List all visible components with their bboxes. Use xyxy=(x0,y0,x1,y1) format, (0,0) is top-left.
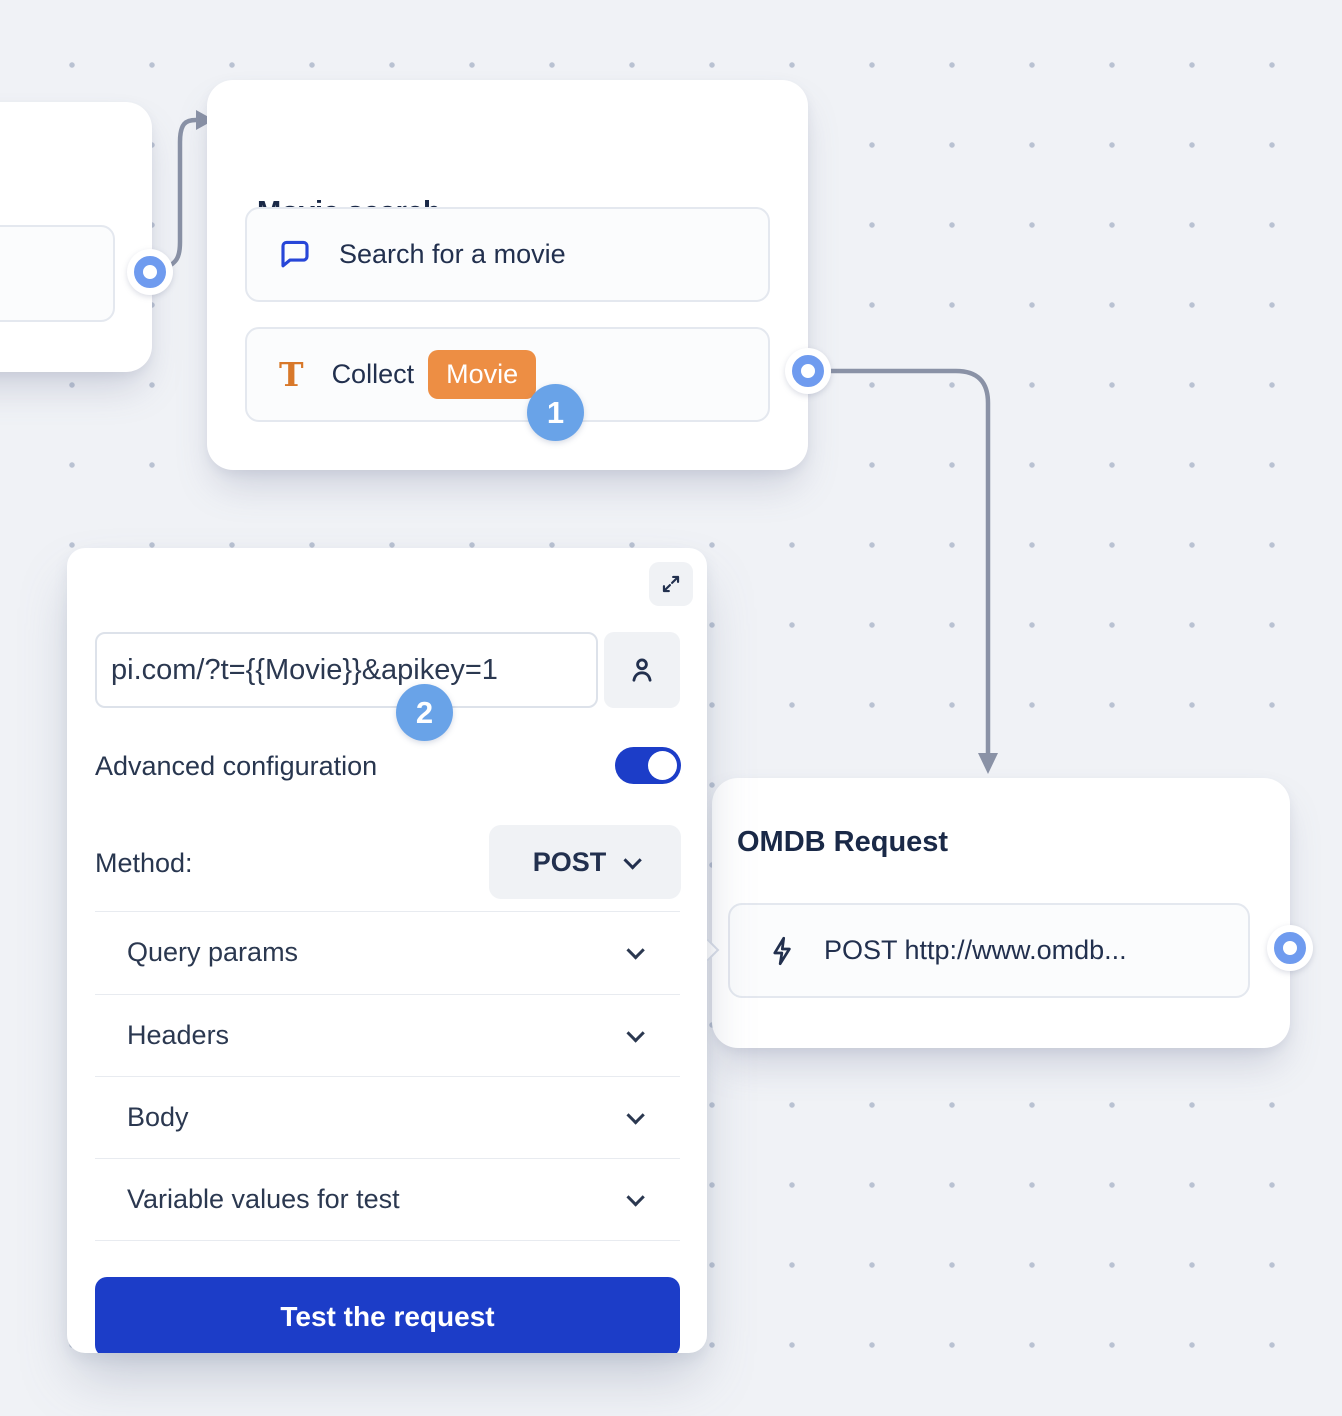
chevron-down-icon xyxy=(626,1024,645,1043)
test-request-button[interactable]: Test the request xyxy=(95,1277,680,1353)
section-label: Headers xyxy=(127,1020,230,1050)
section-label: Variable values for test xyxy=(127,1184,400,1214)
chevron-down-icon xyxy=(626,1106,645,1125)
arrowhead-right xyxy=(196,110,214,130)
port-dot xyxy=(134,256,166,288)
method-value: POST xyxy=(532,846,607,877)
section-body[interactable]: Body xyxy=(95,1076,680,1158)
variable-chip-movie[interactable]: Movie xyxy=(428,350,537,399)
toggle-knob xyxy=(648,751,677,780)
port-dot xyxy=(1274,932,1306,964)
step-badge-1: 1 xyxy=(527,384,584,441)
partial-node-row[interactable] xyxy=(0,225,115,322)
method-select[interactable]: POST xyxy=(489,825,681,899)
wire-into-movie-search xyxy=(157,117,199,273)
block-label: POST http://www.omdb... xyxy=(824,935,1127,965)
expand-button[interactable] xyxy=(649,562,693,606)
block-label: Search for a movie xyxy=(339,239,566,269)
chevron-down-icon xyxy=(623,850,643,870)
expand-icon xyxy=(658,571,684,597)
arrowhead-down xyxy=(978,753,998,774)
section-query-params[interactable]: Query params xyxy=(95,911,680,993)
divider xyxy=(95,1240,680,1241)
node-omdb-request[interactable]: OMDB Request POST http://www.omdb... xyxy=(712,778,1290,1048)
block-webhook[interactable]: POST http://www.omdb... xyxy=(728,903,1250,998)
block-collect-variable[interactable]: T Collect Movie xyxy=(245,327,770,422)
lightning-icon xyxy=(766,934,800,968)
webhook-editor-panel: Advanced configuration Method: POST Quer… xyxy=(67,548,707,1353)
wire-movie-to-omdb xyxy=(825,368,991,757)
node-movie-search[interactable]: Movie search Search for a movie T Collec… xyxy=(207,80,808,470)
advanced-configuration-label: Advanced configuration xyxy=(95,751,378,781)
user-variable-button[interactable] xyxy=(604,632,680,708)
chevron-down-icon xyxy=(626,1188,645,1207)
output-port-omdb[interactable] xyxy=(1267,925,1313,971)
output-port-movie-search[interactable] xyxy=(785,348,831,394)
partial-node-card[interactable] xyxy=(0,102,152,372)
section-label: Query params xyxy=(127,937,299,967)
text-input-icon: T xyxy=(279,355,304,394)
node-title: OMDB Request xyxy=(737,826,949,858)
user-icon xyxy=(625,653,659,687)
section-label: Body xyxy=(127,1102,189,1132)
chevron-down-icon xyxy=(626,941,645,960)
block-label: Collect xyxy=(331,359,415,389)
webhook-url-input[interactable] xyxy=(95,632,598,708)
section-headers[interactable]: Headers xyxy=(95,994,680,1076)
port-dot xyxy=(792,355,824,387)
block-question-text[interactable]: Search for a movie xyxy=(245,207,770,302)
step-badge-2: 2 xyxy=(396,684,453,741)
advanced-configuration-toggle[interactable] xyxy=(615,747,681,784)
section-variable-values[interactable]: Variable values for test xyxy=(95,1158,680,1240)
chat-bubble-icon xyxy=(277,237,313,273)
output-port[interactable] xyxy=(127,249,173,295)
method-label: Method: xyxy=(95,848,193,878)
